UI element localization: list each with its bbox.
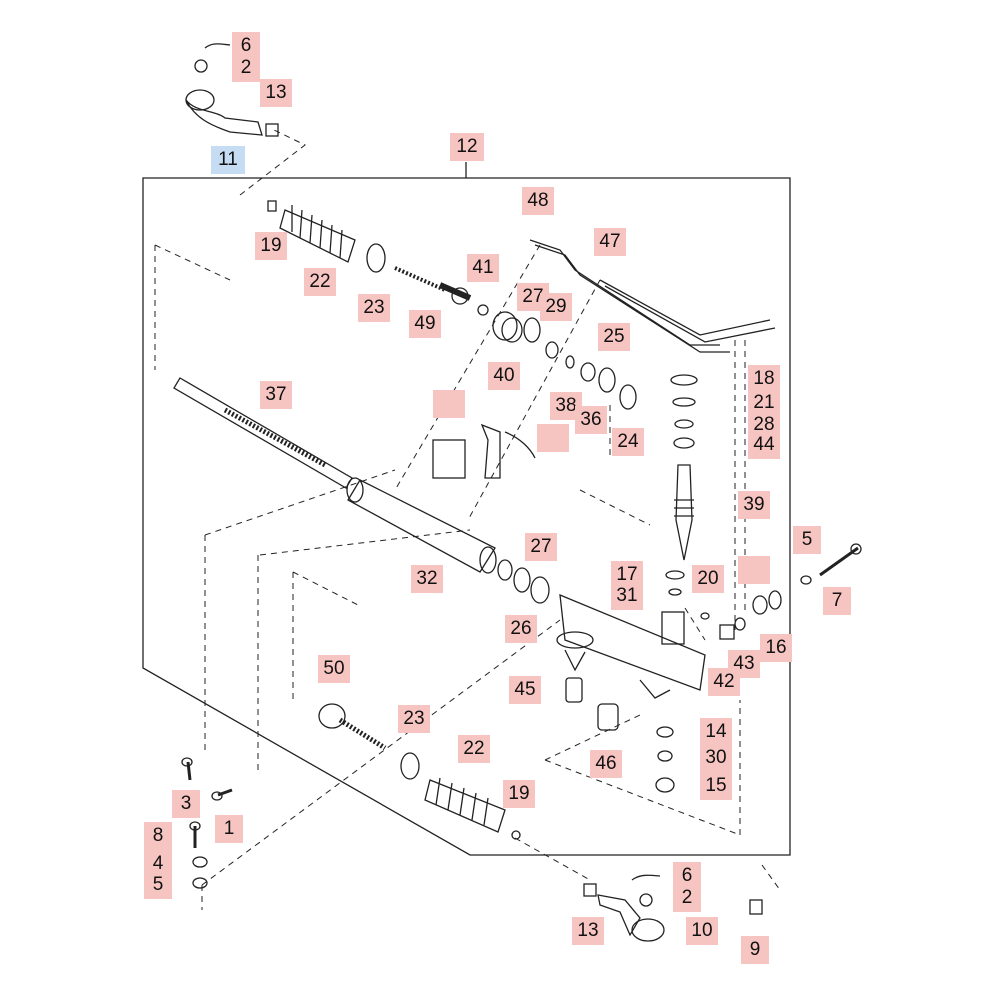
part-label-37[interactable]: 40 [488,362,520,390]
part-label-46[interactable]: 49 [409,310,441,338]
bolts-left [181,757,233,889]
part-label-33[interactable]: 36 [575,406,607,434]
bushings [565,677,619,731]
part-label-43[interactable]: 46 [590,750,622,778]
part-label-8[interactable]: 8 [144,822,172,850]
part-label-41[interactable]: 44 [748,431,780,459]
part-label-44[interactable]: 47 [594,228,626,256]
part-label-23-upper[interactable]: 23 [358,294,390,322]
valve-housing [556,570,706,699]
part-label-7[interactable]: 7 [823,587,851,615]
part-label-29[interactable]: 29 [540,293,572,321]
part-label-15[interactable]: 15 [700,772,732,800]
part-label-11[interactable]: 11 [211,146,245,174]
part-label-5-right[interactable]: 5 [793,526,821,554]
part-label-22-upper[interactable]: 22 [304,268,336,296]
inner-tie-rod-lower [318,703,387,751]
part-label-45[interactable]: 48 [522,187,554,215]
part-label-39[interactable]: 42 [708,668,740,696]
part-label-20[interactable]: 20 [692,565,724,593]
part-label-34[interactable]: 37 [260,381,292,409]
part-label-14[interactable]: 14 [700,718,732,746]
part-label-49[interactable] [537,424,569,452]
boot-upper [267,200,386,273]
part-label-47[interactable]: 50 [318,655,350,683]
part-label-2-lower[interactable]: 2 [673,884,701,912]
part-label-22-lower[interactable]: 22 [458,735,490,763]
part-label-18[interactable]: 18 [748,365,780,393]
fluid-lines [529,239,776,353]
part-label-25[interactable]: 25 [598,323,630,351]
tie-rod-end-upper [185,43,279,137]
part-label-30[interactable]: 30 [700,744,732,772]
pinion-assembly [670,374,698,561]
inner-tie-rod-upper [394,266,489,316]
part-label-5-left[interactable]: 5 [144,871,172,899]
rack-bar [173,377,353,489]
part-label-31[interactable]: 31 [611,582,643,610]
bolt-right [800,543,862,585]
part-label-13-upper[interactable]: 13 [260,79,292,107]
part-label-23-lower[interactable]: 23 [398,705,430,733]
part-label-10[interactable]: 10 [686,917,718,945]
part-label-3[interactable]: 3 [172,790,200,818]
assembly-frame [142,177,791,856]
part-label-19-lower[interactable]: 19 [503,780,535,808]
mount-and-clamp [432,423,536,479]
part-label-1[interactable]: 1 [215,815,243,843]
part-label-32[interactable]: 32 [411,565,443,593]
part-label-16[interactable]: 16 [760,634,792,662]
part-label-13-lower[interactable]: 13 [572,917,604,945]
housing-tube [346,477,550,604]
nuts-lower-right [655,726,675,793]
part-label-24[interactable]: 24 [612,428,644,456]
seal-rings-upper [492,311,637,410]
part-label-50[interactable] [433,390,465,418]
part-label-36[interactable]: 39 [738,491,770,519]
part-label-27-lower[interactable]: 27 [525,533,557,561]
fittings-right [700,590,782,640]
part-label-38[interactable]: 41 [467,254,499,282]
part-label-12[interactable]: 12 [450,133,484,161]
part-label-26[interactable]: 26 [505,615,537,643]
part-label-17[interactable]: 17 [611,561,643,589]
leader-lines [154,127,781,910]
part-label-9[interactable]: 9 [741,936,769,964]
part-label-42[interactable]: 45 [509,676,541,704]
boot-lower [400,752,521,840]
part-label-19-upper[interactable]: 19 [255,232,287,260]
part-label-48[interactable] [738,556,770,584]
tie-rod-end-lower [583,874,763,942]
part-label-2-upper[interactable]: 2 [232,54,260,82]
